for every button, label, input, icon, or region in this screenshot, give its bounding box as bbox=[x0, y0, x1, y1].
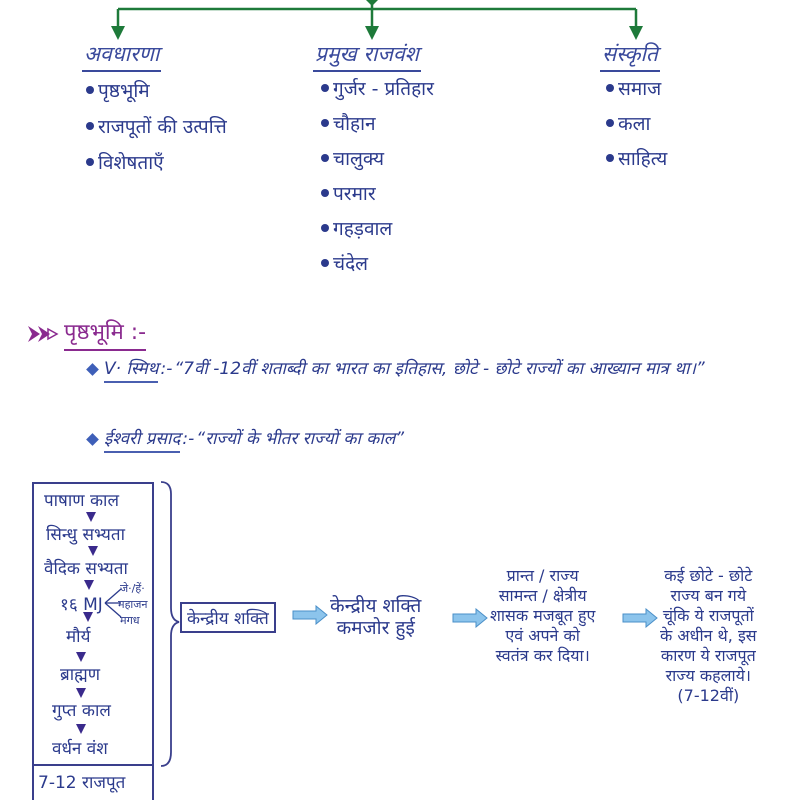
timeline-footer: 7-12 राजपूत bbox=[38, 773, 126, 793]
section-title: पृष्ठभूमि :- bbox=[64, 316, 147, 351]
down-arrow-icon bbox=[83, 612, 93, 622]
diamond-bullet-icon bbox=[86, 433, 99, 446]
bullet-icon bbox=[86, 86, 94, 94]
flow-step-1: केन्द्रीय शक्ति कमजोर हुई bbox=[330, 595, 422, 639]
flow-step-2: प्रान्त / राज्य सामन्त / क्षेत्रीय शासक … bbox=[490, 566, 596, 665]
timeline-item: मौर्य bbox=[66, 627, 91, 647]
mahajanapada-note: महाजन bbox=[118, 598, 148, 611]
list-item: चालुक्य bbox=[321, 140, 434, 175]
quote-smith: V· स्मिथ :- “7वीं -12वीं शताब्दी का भारत… bbox=[86, 356, 705, 383]
bullet-icon bbox=[321, 118, 329, 127]
section-heading: पृष्ठभूमि :- bbox=[28, 316, 147, 351]
bullet-icon bbox=[321, 258, 329, 267]
timeline-box bbox=[32, 482, 154, 800]
mahajanapada-note: मगध bbox=[120, 614, 140, 627]
down-arrow-icon bbox=[76, 688, 86, 698]
diamond-bullet-icon bbox=[86, 363, 99, 376]
list-item: चंदेल bbox=[321, 245, 434, 280]
curly-brace bbox=[160, 481, 180, 767]
bullet-icon bbox=[321, 153, 329, 162]
culture-list: समाज कला साहित्य bbox=[606, 70, 667, 175]
timeline-item: सिन्धु सभ्यता bbox=[46, 525, 125, 545]
quote-text: “7वीं -12वीं शताब्दी का भारत का इतिहास, … bbox=[174, 359, 705, 379]
quote-ishwari-prasad: ईश्वरी प्रसाद :- “राज्यों के भीतर राज्यो… bbox=[86, 426, 405, 453]
bullet-icon bbox=[606, 153, 614, 162]
column-heading-dynasties: प्रमुख राजवंश bbox=[313, 40, 421, 72]
bullet-icon bbox=[606, 118, 614, 127]
quote-separator: :- bbox=[182, 429, 195, 449]
bullet-icon bbox=[321, 188, 329, 197]
branch-lines bbox=[104, 588, 122, 618]
list-item: पृष्ठभूमि bbox=[86, 72, 227, 108]
list-item: विशेषताएँ bbox=[86, 144, 227, 180]
quote-separator: :- bbox=[160, 359, 173, 379]
column-heading-concept: अवधारणा bbox=[82, 40, 162, 72]
down-arrow-icon bbox=[76, 652, 86, 662]
timeline-divider bbox=[32, 764, 154, 766]
list-item: गुर्जर - प्रतिहार bbox=[321, 70, 434, 105]
bullet-icon bbox=[86, 158, 94, 166]
down-arrow-icon bbox=[76, 724, 86, 734]
list-item: समाज bbox=[606, 70, 667, 105]
timeline-item: पाषाण काल bbox=[44, 491, 119, 511]
down-arrow-icon bbox=[86, 512, 96, 522]
double-chevron-right-icon bbox=[28, 325, 59, 342]
tree-connector bbox=[111, 0, 643, 40]
down-arrow-icon bbox=[88, 546, 98, 556]
concept-list: पृष्ठभूमि राजपूतों की उत्पत्ति विशेषताएँ bbox=[86, 72, 227, 180]
timeline-item: १६ MJ bbox=[60, 595, 103, 615]
timeline-item: वैदिक सभ्यता bbox=[44, 559, 128, 579]
bullet-icon bbox=[321, 83, 329, 92]
dynasties-list: गुर्जर - प्रतिहार चौहान चालुक्य परमार गह… bbox=[321, 70, 434, 280]
bullet-icon bbox=[321, 223, 329, 232]
timeline-item: वर्धन वंश bbox=[52, 739, 108, 759]
list-item: परमार bbox=[321, 175, 434, 210]
quote-author: V· स्मिथ bbox=[104, 356, 159, 383]
right-arrow-icon bbox=[292, 605, 328, 625]
right-arrow-icon bbox=[452, 608, 488, 628]
right-arrow-icon bbox=[622, 608, 658, 628]
timeline-item: ब्राह्मण bbox=[60, 665, 101, 685]
list-item: चौहान bbox=[321, 105, 434, 140]
list-item: राजपूतों की उत्पत्ति bbox=[86, 108, 227, 144]
quote-text: “राज्यों के भीतर राज्यों का काल” bbox=[196, 429, 405, 449]
down-arrow-icon bbox=[84, 580, 94, 590]
list-item: गहड़वाल bbox=[321, 210, 434, 245]
list-item: कला bbox=[606, 105, 667, 140]
bullet-icon bbox=[86, 122, 94, 130]
bullet-icon bbox=[606, 83, 614, 92]
central-power-box: केन्द्रीय शक्ति bbox=[180, 602, 276, 633]
flow-step-3: कई छोटे - छोटे राज्य बन गये चूंकि ये राज… bbox=[660, 566, 757, 705]
list-item: साहित्य bbox=[606, 140, 667, 175]
quote-author: ईश्वरी प्रसाद bbox=[104, 426, 181, 453]
mahajanapada-note: जे·/हें· bbox=[120, 582, 145, 595]
timeline-item: गुप्त काल bbox=[52, 701, 111, 721]
column-heading-culture: संस्कृति bbox=[600, 40, 660, 72]
